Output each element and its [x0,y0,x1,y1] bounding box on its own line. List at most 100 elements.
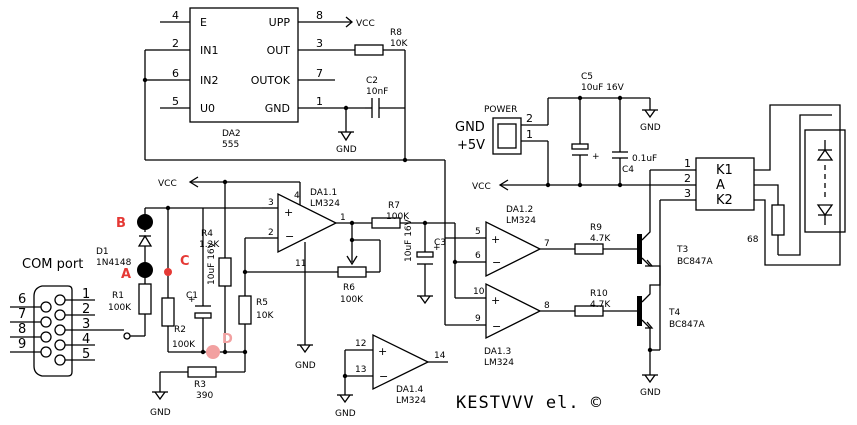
output-pin-label: K1 [716,163,733,178]
opamp-ref: DA1.4 [396,385,424,395]
d1-part: 1N4148 [96,258,132,268]
r6-ref: R6 [343,283,355,293]
polarity-plus: + [592,152,600,162]
transistor-t3: T3 BC847A [637,170,713,285]
opamp-pin-number: 8 [544,301,550,311]
r1-value: 100K [108,303,132,313]
opamp-ref: DA1.1 [310,188,337,198]
t3-part: BC847A [677,257,713,267]
opamp-pin-number: 3 [268,198,274,208]
com-pin-number: 2 [82,302,90,317]
c3-ref: C3 [434,238,446,248]
timer-pin-number: 5 [172,95,179,108]
resistor-r9 [574,243,604,255]
svg-text:+: + [491,294,500,307]
c4-value: 0.1uF [632,154,657,164]
com-pin-number: 4 [82,332,90,347]
gnd-label: GND [640,123,661,133]
svg-text:−: − [285,230,294,243]
timer-pin-u0-label: U0 [200,102,215,115]
r1-ref: R1 [112,291,124,301]
timer-pin-number: 8 [316,9,323,22]
vcc-label: VCC [356,19,375,29]
com-port-title: COM port [22,257,83,272]
potentiometer-r6 [337,266,367,278]
r4-value: 1.2K [199,240,220,250]
timer-pin-gnd-label: GND [265,102,290,115]
opamp-pin-number: 7 [544,239,550,249]
svg-text:−: − [492,256,501,269]
svg-text:+: + [378,345,387,358]
gnd-label: GND [150,408,171,418]
timer-pin-upp-label: UPP [269,16,291,29]
marker-c: C [180,254,190,269]
timer-pin-in1-label: IN1 [200,44,218,57]
r10-ref: R10 [590,289,608,299]
timer-pin-number: 7 [316,67,323,80]
opamp-da14: + − 12 13 14 DA1.4 LM324 [344,333,448,406]
opamp-ref: DA1.3 [484,347,511,357]
opamp-pin-number: 11 [295,259,306,269]
resistor-r5 [238,295,252,325]
polarity-plus: + [433,243,441,253]
r5-ref: R5 [256,298,268,308]
opamp-part: LM324 [396,396,426,406]
com-pin-number: 6 [18,292,26,307]
com-pin-number: 3 [82,317,90,332]
r3-value: 390 [196,391,213,401]
gnd-label: GND [295,361,316,371]
opamp-da11: + − 3 2 1 4 11 DA1.1 LM324 [262,182,372,345]
output-connector: 1 2 3 K1 A K2 [680,157,755,211]
r4-ref: R4 [201,229,213,239]
com-pin-number: 1 [82,287,90,302]
power-connector: POWER GND +5V 2 1 [455,105,548,155]
timer-pin-number: 1 [316,95,323,108]
output-pin-number: 1 [684,157,691,170]
marker-a-dot [137,262,153,278]
marker-b-dot [137,214,153,230]
vcc-label: VCC [158,179,177,189]
power-gnd-label: GND [455,120,485,135]
r7-value: 100K [386,212,410,222]
c2-value: 10nF [366,87,388,97]
timer-pin-number: 2 [172,37,179,50]
r68-value: 68 [747,235,759,245]
opamp-pin-number: 9 [475,314,481,324]
t4-part: BC847A [669,320,705,330]
opamp-da13: + − 10 9 8 DA1.3 LM324 [470,282,575,368]
marker-d-dot [206,345,220,359]
opamp-pin-number: 1 [340,213,346,223]
power-pin-number: 1 [526,128,533,141]
capacitor-c3 [416,251,434,258]
opamp-part: LM324 [506,216,536,226]
t4-ref: T4 [668,308,680,318]
timer-pin-in2-label: IN2 [200,74,218,87]
r8-ref: R8 [390,28,402,38]
marker-a: A [121,267,131,282]
power-title: POWER [484,105,517,115]
opamp-pin-number: 5 [475,227,481,237]
c3-value: 10uF 16V [404,218,414,262]
r5-value: 10K [256,311,274,321]
opamp-pin-number: 14 [434,351,446,361]
r3-ref: R3 [194,380,206,390]
com-pin-number: 9 [18,337,26,352]
signature: KESTVVV el. © [456,393,602,413]
timer-ref: DA2 [222,129,241,139]
opamp-pin-number: 2 [268,228,274,238]
polarity-plus: + [188,295,196,305]
svg-text:−: − [492,320,501,333]
opamp-pin-number: 12 [355,339,366,349]
led-module [804,129,846,233]
output-pin-label: A [716,178,725,193]
r7-ref: R7 [388,201,400,211]
gnd-label: GND [336,145,357,155]
timer-part: 555 [222,140,239,150]
transistor-t4: T4 BC847A [637,200,705,350]
opamp-pin-number: 6 [475,251,481,261]
opamp-ref: DA1.2 [506,205,533,215]
svg-text:+: + [491,233,500,246]
c1-value: 10uF 16V [207,241,217,285]
gnd-label: GND [335,409,356,419]
